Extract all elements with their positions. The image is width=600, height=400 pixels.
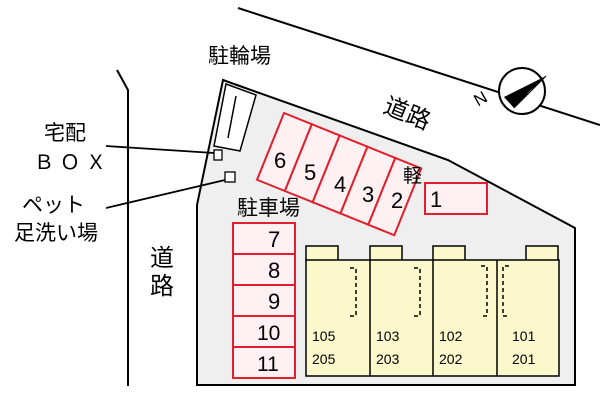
room-number: 105 bbox=[312, 328, 336, 344]
stair-outline bbox=[481, 265, 488, 317]
room-number: 203 bbox=[376, 351, 400, 367]
north-road-label: 道路 bbox=[380, 92, 435, 136]
compass-icon: N bbox=[470, 67, 547, 115]
room-number: 101 bbox=[512, 328, 536, 344]
delivery-box-label-line1: 宅配 bbox=[44, 121, 86, 145]
west-road-char-1: 道 bbox=[150, 244, 174, 272]
stair-outline bbox=[414, 267, 421, 317]
apartment-building bbox=[305, 245, 560, 377]
delivery-box-marker bbox=[213, 149, 223, 161]
parking-space-number: 5 bbox=[304, 160, 316, 185]
pet-wash-label-line1: ペット bbox=[22, 193, 85, 217]
bicycle-parking bbox=[213, 82, 257, 152]
room-number: 201 bbox=[512, 351, 536, 367]
room-number: 205 bbox=[312, 351, 336, 367]
parking-space bbox=[232, 346, 296, 379]
parking-space-number: 1 bbox=[430, 187, 442, 212]
compass-north-label: N bbox=[470, 88, 490, 111]
parking-space-number: 8 bbox=[268, 258, 280, 283]
west-road-edge bbox=[116, 69, 129, 386]
stair-outline bbox=[502, 265, 509, 317]
pet-wash-label-line2: 足洗い場 bbox=[14, 221, 98, 245]
west-road-label: 道 路 bbox=[150, 244, 174, 300]
unit-tab bbox=[369, 245, 403, 262]
room-number: 202 bbox=[439, 351, 463, 367]
parking-space-number: 7 bbox=[268, 227, 280, 252]
west-road-char-2: 路 bbox=[150, 272, 174, 300]
parking-space-number: 10 bbox=[257, 322, 280, 345]
parking-space-number: 3 bbox=[362, 182, 374, 207]
parking-space-number: 2 bbox=[391, 188, 403, 213]
unit-tab bbox=[432, 245, 466, 262]
parking-space-number: 4 bbox=[334, 172, 346, 197]
parking-space bbox=[232, 253, 296, 286]
diagonal-parking-row bbox=[255, 111, 423, 237]
stair-outline bbox=[350, 267, 357, 317]
parking-space bbox=[366, 156, 423, 237]
unit-tab bbox=[305, 245, 339, 262]
parking-space-number: 9 bbox=[268, 289, 280, 314]
parking-space-number: 6 bbox=[274, 148, 286, 173]
room-number: 103 bbox=[376, 328, 400, 344]
delivery-box-label-line2: ＢＯＸ bbox=[34, 150, 112, 174]
bicycle-parking-label: 駐輪場 bbox=[208, 44, 271, 68]
parking-space bbox=[232, 222, 296, 255]
pet-wash-marker bbox=[224, 171, 236, 183]
room-number: 102 bbox=[439, 328, 463, 344]
parking-space-number: 11 bbox=[257, 353, 279, 376]
unit-tab bbox=[525, 245, 559, 262]
column-parking bbox=[232, 222, 296, 379]
light-vehicle-label: 軽 bbox=[403, 165, 422, 187]
parking-space bbox=[232, 284, 296, 317]
delivery-box-leader bbox=[105, 145, 215, 154]
parking-space bbox=[424, 182, 488, 215]
pet-wash-leader bbox=[105, 179, 226, 209]
parking-label: 駐車場 bbox=[237, 196, 300, 220]
